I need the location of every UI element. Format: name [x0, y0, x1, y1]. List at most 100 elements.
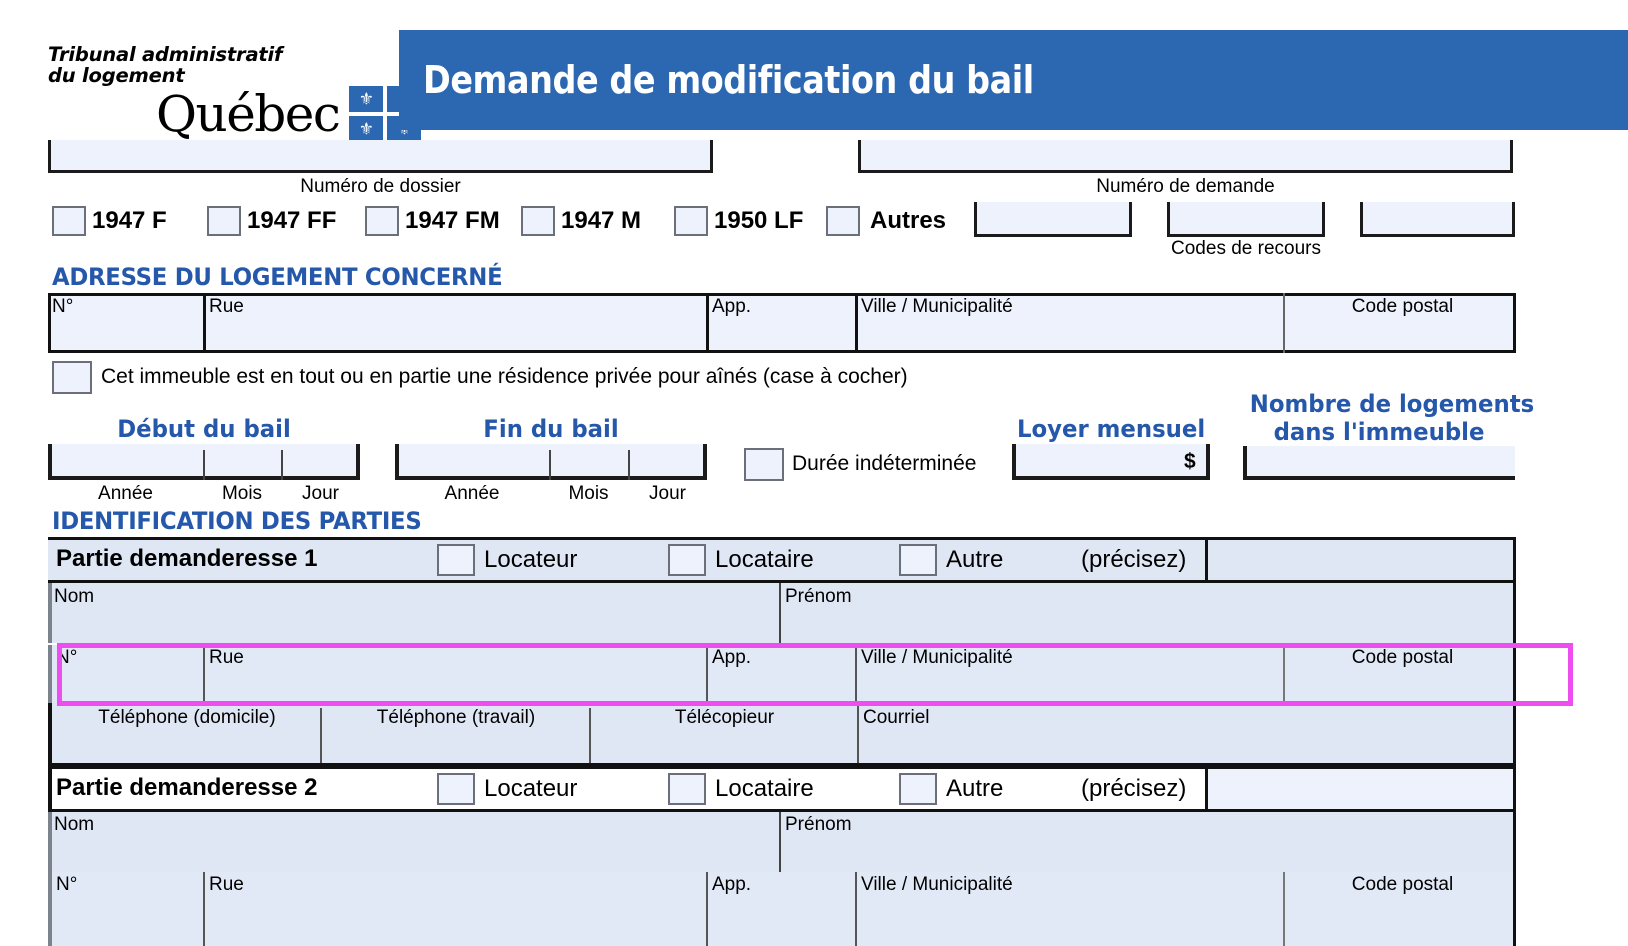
divider	[857, 703, 859, 763]
party1-bottom-rule	[48, 763, 1516, 766]
dossier-label: Numéro de dossier	[300, 176, 461, 197]
code-recours-input-1[interactable]	[974, 202, 1132, 237]
checkbox-1947-fm[interactable]	[365, 206, 399, 236]
duree-indeterminee-label: Durée indéterminée	[792, 452, 977, 475]
party1-title: Partie demanderesse 1	[56, 545, 318, 572]
label-1947-fm: 1947 FM	[405, 207, 500, 234]
party2-left-rule-2	[48, 812, 52, 872]
party2-no-label: N°	[56, 874, 78, 895]
party1-checkbox-autre[interactable]	[899, 544, 937, 576]
divider	[855, 293, 858, 353]
code-recours-input-2[interactable]	[1167, 202, 1325, 237]
party1-label-locateur: Locateur	[484, 546, 578, 573]
party1-checkbox-locateur[interactable]	[437, 544, 475, 576]
lodging-rue-label: Rue	[209, 296, 244, 317]
residence-ainees-label: Cet immeuble est en tout ou en partie un…	[101, 365, 908, 388]
page-title: Demande de modification du bail	[423, 58, 1034, 102]
divider	[589, 708, 591, 763]
party2-address-row	[48, 872, 1516, 946]
party1-tel-dom-label: Téléphone (domicile)	[98, 707, 276, 728]
demande-input[interactable]	[858, 140, 1513, 173]
party2-name-row	[48, 812, 1516, 872]
party1-app-label: App.	[712, 647, 752, 668]
divider	[281, 450, 283, 480]
checkbox-1947-f[interactable]	[52, 206, 86, 236]
party1-name-row	[48, 583, 1516, 643]
divider	[1283, 872, 1285, 946]
lodging-cp-label: Code postal	[1351, 296, 1454, 317]
party1-left-rule-4	[48, 703, 52, 763]
party1-checkbox-locataire[interactable]	[668, 544, 706, 576]
checkbox-autres[interactable]	[826, 206, 860, 236]
lease-start-title: Début du bail	[117, 415, 291, 443]
divider	[779, 583, 781, 643]
divider	[1283, 293, 1285, 353]
party1-prenom-label: Prénom	[785, 586, 852, 607]
lodging-address-row	[48, 293, 1516, 353]
parties-section-heading: IDENTIFICATION DES PARTIES	[52, 507, 422, 535]
party1-precisez-input[interactable]	[1208, 540, 1516, 580]
party2-checkbox-locataire[interactable]	[668, 773, 706, 805]
party1-telecopieur-label: Télécopieur	[674, 707, 775, 728]
checkbox-duree-indeterminee[interactable]	[744, 448, 784, 481]
party2-ville-label: Ville / Municipalité	[861, 874, 1013, 895]
dossier-input[interactable]	[48, 140, 713, 173]
label-autres: Autres	[870, 207, 947, 234]
party2-checkbox-autre[interactable]	[899, 773, 937, 805]
units-input[interactable]	[1243, 446, 1515, 480]
party1-courriel-label: Courriel	[863, 707, 930, 728]
party1-no-label: N°	[56, 647, 78, 668]
divider	[203, 645, 205, 703]
divider	[779, 812, 781, 872]
party2-precisez-input[interactable]	[1208, 769, 1516, 809]
divider	[706, 293, 709, 353]
divider	[628, 450, 630, 480]
checkbox-1947-ff[interactable]	[207, 206, 241, 236]
quebec-text: Québec	[156, 85, 341, 143]
checkbox-1947-m[interactable]	[521, 206, 555, 236]
checkbox-1950-lf[interactable]	[674, 206, 708, 236]
label-1947-m: 1947 M	[561, 207, 642, 234]
party1-precisez-label: (précisez)	[1081, 546, 1187, 573]
party2-precisez-label: (précisez)	[1081, 775, 1187, 802]
divider	[203, 872, 205, 946]
title-banner: Demande de modification du bail	[399, 30, 1628, 130]
divider	[203, 293, 206, 353]
divider	[855, 872, 857, 946]
lease-end-title: Fin du bail	[483, 415, 619, 443]
end-mois-label: Mois	[568, 483, 609, 504]
divider	[320, 708, 322, 763]
party1-tel-trav-label: Téléphone (travail)	[376, 707, 536, 728]
lodging-no-label: N°	[52, 296, 74, 317]
party2-title: Partie demanderesse 2	[56, 774, 318, 801]
divider	[706, 645, 708, 703]
party1-rue-label: Rue	[209, 647, 244, 668]
divider	[706, 872, 708, 946]
demande-label: Numéro de demande	[1096, 176, 1275, 197]
address-section-heading: ADRESSE DU LOGEMENT CONCERNÉ	[52, 263, 503, 291]
party2-checkbox-locateur[interactable]	[437, 773, 475, 805]
label-1947-ff: 1947 FF	[247, 207, 337, 234]
party2-prenom-label: Prénom	[785, 814, 852, 835]
divider	[1283, 645, 1285, 703]
party1-label-autre: Autre	[946, 546, 1004, 573]
divider	[1205, 766, 1208, 812]
lease-end-fields[interactable]	[395, 444, 707, 480]
party1-cp-label: Code postal	[1351, 647, 1454, 668]
checkbox-residence-ainees[interactable]	[52, 361, 92, 394]
lodging-ville-label: Ville / Municipalité	[861, 296, 1013, 317]
code-recours-input-3[interactable]	[1360, 202, 1515, 237]
rent-input[interactable]	[1012, 444, 1210, 480]
party2-label-autre: Autre	[946, 775, 1004, 802]
party1-address-row	[48, 645, 1516, 703]
party1-contact-row	[48, 703, 1516, 763]
start-mois-label: Mois	[221, 483, 263, 504]
end-annee-label: Année	[444, 483, 500, 504]
party1-nom-label: Nom	[54, 586, 95, 607]
party2-app-label: App.	[712, 874, 752, 895]
party2-left-rule	[48, 766, 52, 812]
